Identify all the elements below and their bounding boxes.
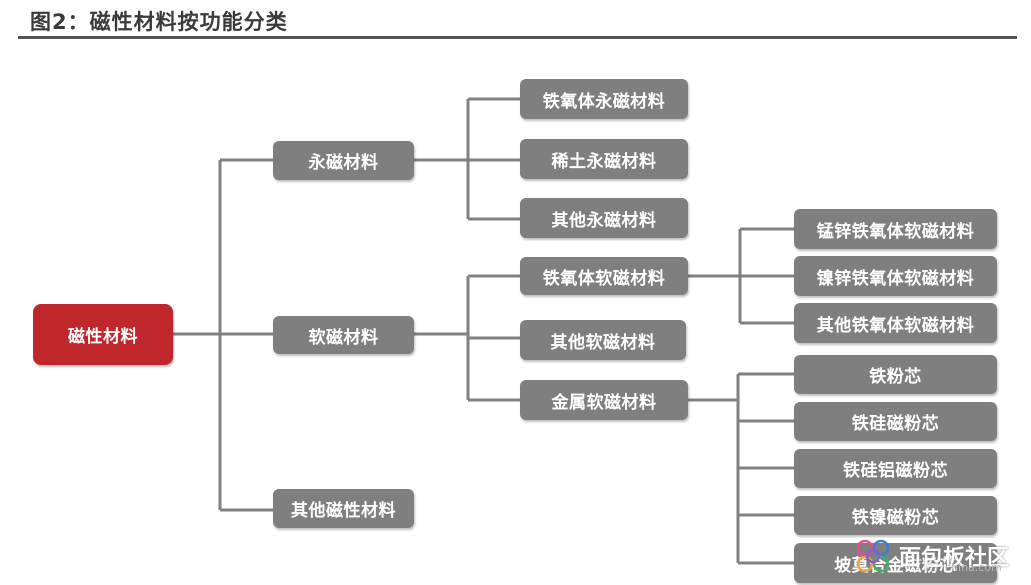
watermark: 面包板社区 china.com — [853, 533, 1023, 579]
node-root-magnetic-materials: 磁性材料 — [33, 304, 173, 365]
node-iron-powder-core: 铁粉芯 — [794, 355, 997, 394]
node-other-magnetic-materials: 其他磁性材料 — [273, 489, 414, 528]
eefocus-logo-icon — [856, 539, 890, 573]
page-title: 图2：磁性材料按功能分类 — [30, 10, 288, 34]
node-nizn-ferrite-soft: 镍锌铁氧体软磁材料 — [794, 256, 997, 296]
node-mnzn-ferrite-soft: 锰锌铁氧体软磁材料 — [794, 209, 997, 249]
node-metal-soft: 金属软磁材料 — [520, 380, 688, 420]
node-ferrite-soft: 铁氧体软磁材料 — [520, 257, 688, 295]
node-other-soft: 其他软磁材料 — [520, 320, 686, 360]
node-other-ferrite-soft: 其他铁氧体软磁材料 — [794, 303, 997, 343]
watermark-text: 面包板社区 — [899, 546, 1010, 571]
watermark-subtext: china.com — [945, 561, 1002, 574]
title-divider — [18, 36, 1017, 39]
node-feni-powder-core: 铁镍磁粉芯 — [794, 496, 997, 535]
node-rare-earth-permanent: 稀土永磁材料 — [520, 139, 688, 179]
node-permanent-magnet-materials: 永磁材料 — [273, 141, 414, 180]
node-fesi-powder-core: 铁硅磁粉芯 — [794, 402, 997, 441]
node-other-permanent: 其他永磁材料 — [520, 198, 688, 238]
node-soft-magnetic-materials: 软磁材料 — [273, 316, 414, 354]
node-fesial-powder-core: 铁硅铝磁粉芯 — [794, 449, 997, 488]
node-ferrite-permanent: 铁氧体永磁材料 — [520, 79, 688, 119]
